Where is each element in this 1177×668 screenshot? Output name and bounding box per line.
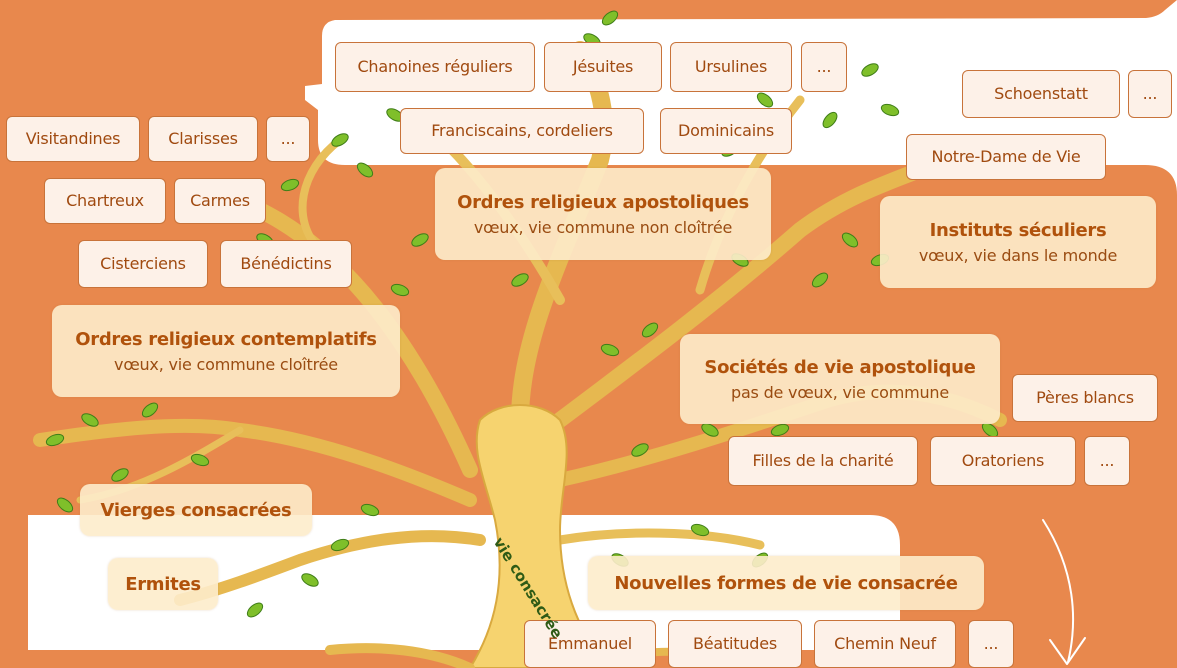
- leaf-cisterciens: Cisterciens: [78, 240, 208, 288]
- category-title: Sociétés de vie apostolique: [704, 356, 976, 378]
- band-top-left: [0, 0, 322, 86]
- leaf-visitandines: Visitandines: [6, 116, 140, 162]
- category-hermits: Ermites: [108, 558, 218, 610]
- leaf-secular-more: ...: [1128, 70, 1172, 118]
- leaf-oratoriens: Oratoriens: [930, 436, 1076, 486]
- leaf-clarisses: Clarisses: [148, 116, 258, 162]
- category-title: Nouvelles formes de vie consacrée: [614, 572, 958, 594]
- category-new-forms: Nouvelles formes de vie consacrée: [588, 556, 984, 610]
- branch-low-right: [555, 528, 765, 550]
- category-consecrated-virgins: Vierges consacrées: [80, 484, 312, 536]
- leaf-peres-blancs: Pères blancs: [1012, 374, 1158, 422]
- leaf-emmanuel: Emmanuel: [524, 620, 656, 668]
- category-title: Instituts séculiers: [929, 219, 1107, 241]
- branch-upper-right: [552, 162, 928, 428]
- category-subtitle: vœux, vie commune non cloîtrée: [473, 217, 733, 237]
- root-left: [325, 643, 475, 668]
- leaf-chemin-neuf: Chemin Neuf: [814, 620, 956, 668]
- category-apostolic-orders: Ordres religieux apostoliques vœux, vie …: [435, 168, 771, 260]
- category-title: Vierges consacrées: [100, 499, 292, 521]
- leaf-societies-more: ...: [1084, 436, 1130, 486]
- trunk: [468, 404, 612, 668]
- category-apostolic-societies: Sociétés de vie apostolique pas de vœux,…: [680, 334, 1000, 424]
- leaf-schoenstatt: Schoenstatt: [962, 70, 1120, 118]
- leaf-franciscains: Franciscains, cordeliers: [400, 108, 644, 154]
- band-top: [322, 0, 1177, 36]
- category-subtitle: pas de vœux, vie commune: [730, 382, 949, 402]
- leaf-filles-de-la-charite: Filles de la charité: [728, 436, 918, 486]
- category-title: Ermites: [125, 573, 201, 595]
- leaf-chanoines-reguliers: Chanoines réguliers: [335, 42, 535, 92]
- category-contemplative-orders: Ordres religieux contemplatifs vœux, vie…: [52, 305, 400, 397]
- leaf-contemplative-more: ...: [266, 116, 310, 162]
- category-subtitle: vœux, vie dans le monde: [918, 245, 1118, 265]
- category-title: Ordres religieux contemplatifs: [75, 328, 377, 350]
- leaf-chartreux: Chartreux: [44, 178, 166, 224]
- leaf-beatitudes: Béatitudes: [668, 620, 802, 668]
- leaf-new-forms-more: ...: [968, 620, 1014, 668]
- leaf-apostolic-more: ...: [801, 42, 847, 92]
- leaf-carmes: Carmes: [174, 178, 266, 224]
- arrow-line: [1042, 519, 1075, 663]
- leaf-jesuites: Jésuites: [544, 42, 662, 92]
- leaf-dominicains: Dominicains: [660, 108, 792, 154]
- arrow-head: [1049, 637, 1086, 665]
- leaf-benedictins: Bénédictins: [220, 240, 352, 288]
- category-subtitle: vœux, vie commune cloîtrée: [114, 354, 338, 374]
- leaf-ursulines: Ursulines: [670, 42, 792, 92]
- category-secular-institutes: Instituts séculiers vœux, vie dans le mo…: [880, 196, 1156, 288]
- branch-low-left: [174, 530, 486, 606]
- branch-left-outer: [298, 136, 344, 254]
- leaf-notre-dame-de-vie: Notre-Dame de Vie: [906, 134, 1106, 180]
- category-title: Ordres religieux apostoliques: [457, 191, 749, 213]
